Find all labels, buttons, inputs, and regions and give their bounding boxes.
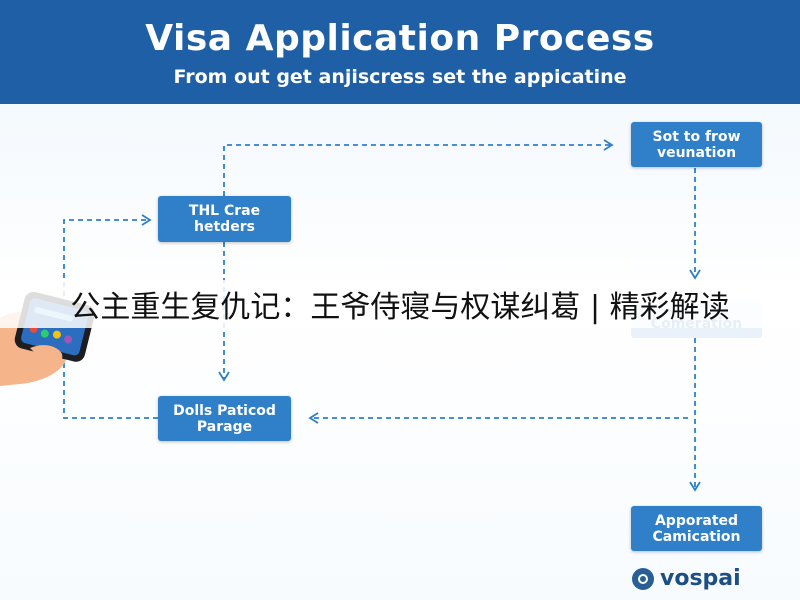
logo-icon <box>632 567 654 590</box>
step-box-1-label: THL Crae hetders <box>188 203 261 235</box>
step-box-2-label: Sot to frow veunation <box>652 128 741 161</box>
overlay-banner: 公主重生复仇记：王爷侍寝与权谋纠葛 | 精彩解读 <box>0 280 800 328</box>
step-box-4-label: Dolls Paticod Parage <box>173 402 276 435</box>
step-box-4: Dolls Paticod Parage <box>158 396 291 441</box>
header: Visa Application Process From out get an… <box>0 0 800 104</box>
overlay-banner-text: 公主重生复仇记：王爷侍寝与权谋纠葛 | 精彩解读 <box>70 290 730 325</box>
logo-text: vospai <box>660 566 741 591</box>
page-title: Visa Application Process <box>145 18 655 59</box>
brand-logo: vospai <box>632 566 741 591</box>
arrow-b1-to-b2 <box>223 139 614 196</box>
step-box-1: THL Crae hetders <box>158 196 291 242</box>
step-box-2: Sot to frow veunation <box>631 122 762 167</box>
step-box-5-label: Apporated Camication <box>652 512 741 545</box>
step-box-5: Apporated Camication <box>631 506 762 551</box>
page-subtitle: From out get anjiscress set the appicati… <box>173 66 627 88</box>
